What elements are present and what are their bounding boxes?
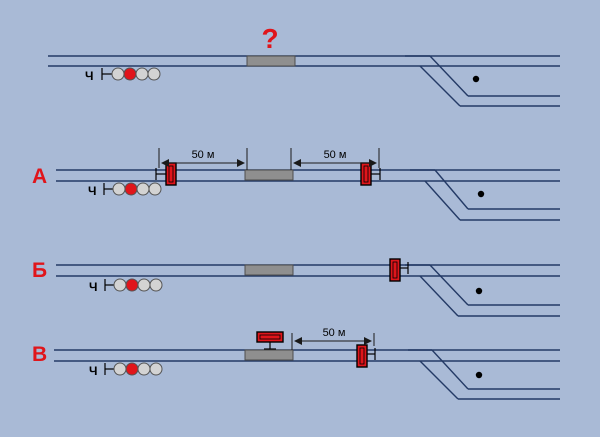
signal-lamp-red: [124, 182, 138, 196]
signal-indication: Ч: [89, 278, 163, 294]
switch-dot: [477, 190, 485, 198]
signal-indication: Ч: [85, 67, 161, 83]
stop-sign-left: [155, 162, 177, 186]
signal-lamp-3: [137, 362, 151, 376]
switch-dot: [475, 371, 483, 379]
stop-sign-on-block: [256, 331, 284, 350]
signal-label: Ч: [89, 364, 97, 378]
signal-label: Ч: [85, 69, 93, 83]
signal-lamp-4: [149, 362, 163, 376]
signal-lamp-red: [125, 362, 139, 376]
scenario-label: В: [32, 343, 47, 366]
scenario-label: Б: [32, 259, 47, 282]
track-block: [244, 264, 294, 276]
scenario-v: В: [32, 327, 560, 400]
distance-label: 50 м: [192, 149, 215, 161]
main-track: [56, 169, 560, 182]
main-track: [54, 349, 560, 362]
signal-lamp-3: [135, 67, 149, 81]
signal-indication: Ч: [88, 182, 162, 198]
stop-sign-right: [356, 344, 376, 368]
signal-label: Ч: [88, 184, 96, 198]
signal-lamp-1: [113, 278, 127, 292]
signal-lamp-3: [136, 182, 150, 196]
signal-indication: Ч: [89, 362, 163, 378]
question-mark: ?: [261, 23, 278, 54]
stop-sign-right: [360, 162, 381, 186]
signal-lamp-4: [147, 67, 161, 81]
branch-track: [405, 264, 560, 317]
track-block: [244, 349, 294, 361]
main-track: [48, 55, 560, 67]
signal-lamp-1: [111, 67, 125, 81]
signal-lamp-1: [113, 362, 127, 376]
switch-dot: [475, 287, 483, 295]
scenario-label: А: [32, 165, 47, 188]
branch-track: [408, 349, 560, 400]
distance-label: 50 м: [323, 327, 346, 339]
main-track: [56, 264, 560, 277]
signal-lamp-red: [125, 278, 139, 292]
scenario-a: А: [32, 148, 560, 221]
branch-track: [405, 55, 560, 107]
stop-sign: [389, 258, 409, 282]
scenario-b: Б Ч: [32, 258, 560, 317]
signal-lamp-4: [148, 182, 162, 196]
branch-track: [410, 169, 560, 221]
signal-lamp-3: [137, 278, 151, 292]
track-block: [246, 55, 296, 67]
dimension-right: 50 м: [290, 148, 380, 170]
dimension-right: 50 м: [291, 327, 375, 350]
signal-lamp-red: [123, 67, 137, 81]
signal-lamp-4: [149, 278, 163, 292]
switch-dot: [472, 75, 480, 83]
signal-label: Ч: [89, 280, 97, 294]
dimension-left: 50 м: [158, 148, 248, 170]
signal-lamp-1: [112, 182, 126, 196]
distance-label: 50 м: [324, 149, 347, 161]
scenario-question: ? Ч: [48, 23, 560, 107]
track-block: [244, 169, 294, 181]
